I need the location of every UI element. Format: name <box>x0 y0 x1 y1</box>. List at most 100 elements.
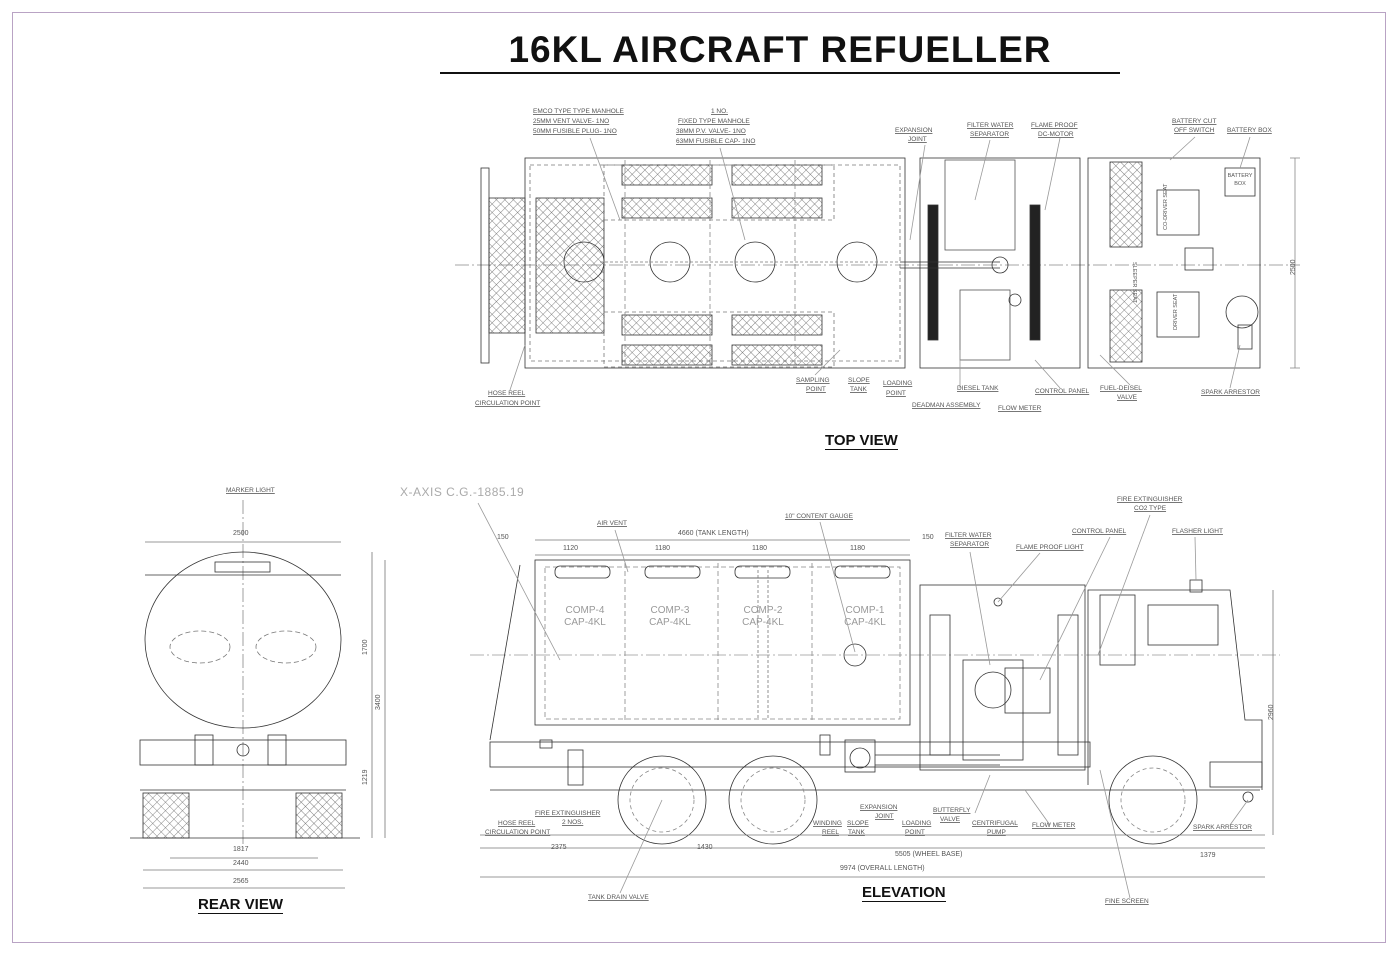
top-view-drawing <box>455 136 1300 391</box>
elev-dim-c1: 1120 <box>563 545 579 552</box>
slope-tank-label-2: TANK <box>850 386 867 393</box>
fire-extinguisher-label-2: 2 NOS. <box>562 819 584 826</box>
elev-dim-2960: 2960 <box>1268 704 1275 720</box>
fixed-count-label: 1 NO. <box>711 108 728 115</box>
elev-filter-label-2: SEPARATOR <box>950 541 990 548</box>
flasher-light-label: FLASHER LIGHT <box>1172 528 1223 535</box>
expansion-joint-label-1: EXPANSION <box>895 127 933 134</box>
air-vent-label: AIR VENT <box>597 520 627 527</box>
sampling-point-label-2: POINT <box>806 386 826 393</box>
elev-loading-label-1: LOADING <box>902 820 932 827</box>
rear-dim-2565: 2565 <box>233 878 249 885</box>
sheet-border <box>12 12 1386 943</box>
elev-spark-arrestor-label: SPARK ARRESTOR <box>1193 824 1252 831</box>
butterfly-valve-label-1: BUTTERFLY <box>933 807 971 814</box>
elev-hose-reel-label-2: CIRCULATION POINT <box>485 829 551 836</box>
rear-view-drawing <box>130 500 386 889</box>
loading-point-label-1: LOADING <box>883 380 913 387</box>
flameproof-light-label: FLAME PROOF LIGHT <box>1016 544 1084 551</box>
elev-dim-c4: 1180 <box>850 545 866 552</box>
slope-tank-label-1: SLOPE <box>848 377 870 384</box>
expansion-joint-label-2: JOINT <box>908 136 927 143</box>
filter-separator-label-1: FILTER WATER <box>967 122 1014 129</box>
sleeper-seat-label: SLEEPER SEAT <box>1131 262 1137 303</box>
co2-extinguisher-label-1: FIRE EXTINGUISHER <box>1117 496 1183 503</box>
tank-length-dimension: 4660 (TANK LENGTH) <box>678 530 749 537</box>
elev-loading-label-2: POINT <box>905 829 925 836</box>
top-view-title: TOP VIEW <box>825 432 898 450</box>
hose-reel-label-2: CIRCULATION POINT <box>475 400 541 407</box>
centrifugal-pump-label-2: PUMP <box>987 829 1006 836</box>
elev-dim-150a: 150 <box>497 534 509 541</box>
dc-motor-label-2: DC-MOTOR <box>1038 131 1074 138</box>
winding-reel-label-2: REEL <box>822 829 839 836</box>
fine-screen-label: FINE SCREEN <box>1105 898 1149 905</box>
battery-box-inner-2: BOX <box>1234 181 1246 187</box>
emco-manhole-label: EMCO TYPE TYPE MANHOLE <box>533 108 624 115</box>
top-control-panel-label: CONTROL PANEL <box>1035 388 1090 395</box>
battery-box-label: BATTERY BOX <box>1227 127 1272 134</box>
elev-flow-meter-label: FLOW METER <box>1032 822 1076 829</box>
fixed-manhole-label: FIXED TYPE MANHOLE <box>678 118 750 125</box>
elev-dim-2375: 2375 <box>551 844 567 851</box>
emco-vent-label: 25MM VENT VALVE- 1NO <box>533 118 610 125</box>
fuel-valve-label-1: FUEL-DEISEL <box>1100 385 1142 392</box>
loading-point-label-2: POINT <box>886 390 906 397</box>
elev-dim-1379: 1379 <box>1200 852 1216 859</box>
rear-view-title: REAR VIEW <box>198 896 284 914</box>
sampling-point-label-1: SAMPLING <box>796 377 830 384</box>
deadman-label: DEADMAN ASSEMBLY <box>912 402 981 409</box>
fuel-valve-label-2: VALVE <box>1117 394 1137 401</box>
battery-box-inner-1: BATTERY <box>1227 173 1253 179</box>
elev-control-panel-label: CONTROL PANEL <box>1072 528 1127 535</box>
content-gauge-label: 10" CONTENT GAUGE <box>785 513 853 520</box>
top-width-dimension: 2500 <box>1290 259 1297 275</box>
centrifugal-pump-label-1: CENTRIFUGAL <box>972 820 1018 827</box>
rear-dim-1219: 1219 <box>362 769 369 785</box>
pv-valve-label: 38MM P.V. VALVE- 1NO <box>676 128 746 135</box>
driver-seat-label: DRIVER SEAT <box>1173 293 1179 330</box>
elevation-drawing <box>470 502 1280 899</box>
co-driver-seat-label: CO-DRIVER SEAT <box>1163 183 1169 230</box>
elev-expansion-label-2: JOINT <box>875 813 894 820</box>
rear-dim-1817: 1817 <box>233 846 249 853</box>
elev-dim-c2: 1180 <box>655 545 671 552</box>
elev-hose-reel-label-1: HOSE REEL <box>498 820 536 827</box>
tank-drain-valve-label: TANK DRAIN VALVE <box>588 894 649 901</box>
overall-length-dimension: 9974 (OVERALL LENGTH) <box>840 865 925 872</box>
drawing-title: 16KL AIRCRAFT REFUELLER <box>440 30 1120 74</box>
top-spark-arrestor-label: SPARK ARRESTOR <box>1201 389 1260 396</box>
elev-filter-label-1: FILTER WATER <box>945 532 992 539</box>
butterfly-valve-label-2: VALVE <box>940 816 960 823</box>
elev-dim-c3: 1180 <box>752 545 768 552</box>
cg-label: X-AXIS C.G.-1885.19 <box>400 485 525 499</box>
elev-expansion-label-1: EXPANSION <box>860 804 898 811</box>
battery-switch-label-2: OFF SWITCH <box>1174 127 1215 134</box>
hose-reel-label-1: HOSE REEL <box>488 390 526 397</box>
co2-extinguisher-label-2: CO2 TYPE <box>1134 505 1167 512</box>
dc-motor-label-1: FLAME PROOF <box>1031 122 1078 129</box>
elevation-title: ELEVATION <box>862 884 946 902</box>
elev-slope-tank-label-2: TANK <box>848 829 865 836</box>
diesel-tank-label: DIESEL TANK <box>957 385 999 392</box>
fusible-cap-label: 63MM FUSIBLE CAP- 1NO <box>676 138 756 145</box>
rear-dim-1700: 1700 <box>362 639 369 655</box>
elev-dim-150b: 150 <box>922 534 934 541</box>
winding-reel-label-1: WINDING <box>813 820 842 827</box>
elev-dim-1430: 1430 <box>697 844 713 851</box>
rear-dim-2500: 2500 <box>233 530 249 537</box>
rear-dim-3400: 3400 <box>375 694 382 710</box>
elev-slope-tank-label-1: SLOPE <box>847 820 869 827</box>
marker-light-label: MARKER LIGHT <box>226 487 275 494</box>
filter-separator-label-2: SEPARATOR <box>970 131 1010 138</box>
rear-dim-2440: 2440 <box>233 860 249 867</box>
emco-plug-label: 50MM FUSIBLE PLUG- 1NO <box>533 128 617 135</box>
top-flow-meter-label: FLOW METER <box>998 405 1042 412</box>
fire-extinguisher-label-1: FIRE EXTINGUISHER <box>535 810 601 817</box>
